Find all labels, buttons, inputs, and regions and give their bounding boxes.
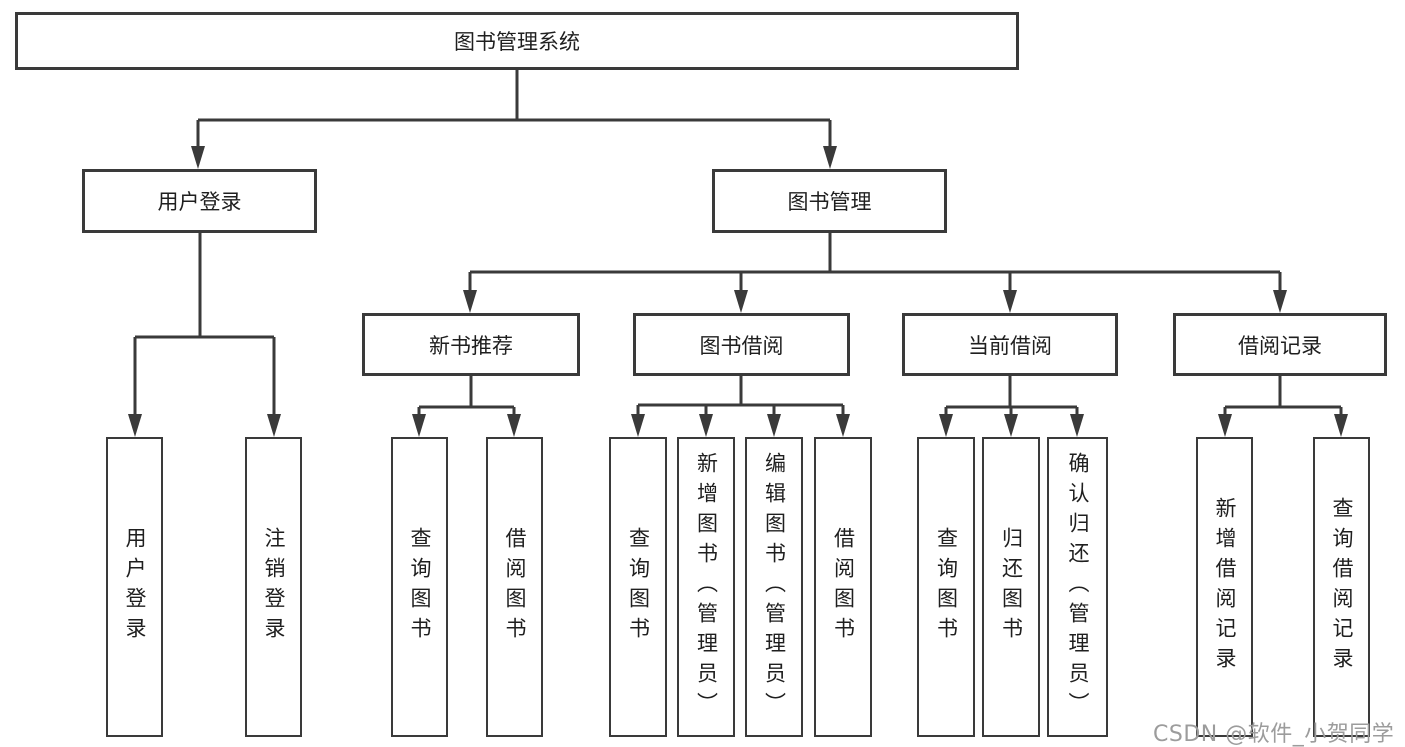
arrowhead-icon	[128, 414, 142, 437]
node-label: 查询图书	[408, 527, 432, 647]
node-label: 借阅图书	[503, 527, 527, 647]
arrowhead-icon	[1273, 290, 1287, 313]
node-book-borrowing: 图书借阅	[633, 313, 850, 376]
node-label: 编辑图书（管理员）	[762, 452, 787, 722]
node-leaf-add-borrow-record: 新增借阅记录	[1196, 437, 1253, 737]
node-current-borrowing: 当前借阅	[902, 313, 1118, 376]
node-label: 查询图书	[934, 527, 959, 647]
node-leaf-logout: 注销登录	[245, 437, 302, 737]
node-borrowing-records: 借阅记录	[1173, 313, 1387, 376]
node-label: 借阅图书	[831, 527, 856, 647]
arrowhead-icon	[939, 414, 953, 437]
node-label: 查询图书	[626, 527, 651, 647]
node-label: 归还图书	[999, 527, 1024, 647]
arrowhead-icon	[734, 290, 748, 313]
node-label: 查询借阅记录	[1330, 497, 1354, 677]
node-label: 用户登录	[157, 190, 242, 214]
node-label: 图书管理系统	[454, 30, 580, 54]
node-leaf-query-books-current: 查询图书	[917, 437, 975, 737]
node-leaf-return-books: 归还图书	[982, 437, 1040, 737]
node-label: 图书借阅	[699, 333, 784, 358]
arrowhead-icon	[699, 414, 713, 437]
node-label: 新增图书（管理员）	[694, 452, 719, 722]
node-leaf-user-login: 用户登录	[106, 437, 163, 737]
node-label: 注销登录	[262, 527, 286, 647]
arrowhead-icon	[1218, 414, 1232, 437]
node-leaf-borrow-books: 借阅图书	[814, 437, 872, 737]
arrowhead-icon	[1070, 414, 1084, 437]
node-label: 确认归还（管理员）	[1066, 452, 1090, 722]
arrowhead-icon	[767, 414, 781, 437]
node-book-management: 图书管理	[712, 169, 947, 233]
arrowhead-icon	[507, 414, 521, 437]
node-label: 新增借阅记录	[1213, 497, 1237, 677]
node-user-login: 用户登录	[82, 169, 317, 233]
node-label: 用户登录	[123, 527, 147, 647]
arrowhead-icon	[463, 290, 477, 313]
node-leaf-query-books-borrow: 查询图书	[609, 437, 667, 737]
arrowhead-icon	[412, 414, 426, 437]
node-label: 新书推荐	[429, 333, 513, 358]
watermark: CSDN @软件_小贺同学	[1153, 722, 1395, 747]
node-root: 图书管理系统	[15, 12, 1019, 70]
arrowhead-icon	[1334, 414, 1348, 437]
node-leaf-query-books-recommend: 查询图书	[391, 437, 448, 737]
node-leaf-add-books-admin: 新增图书（管理员）	[677, 437, 735, 737]
arrowhead-icon	[191, 146, 205, 169]
node-leaf-confirm-return-admin: 确认归还（管理员）	[1047, 437, 1108, 737]
node-label: 借阅记录	[1238, 333, 1322, 358]
arrowhead-icon	[267, 414, 281, 437]
arrowhead-icon	[823, 146, 837, 169]
node-leaf-query-borrow-record: 查询借阅记录	[1313, 437, 1370, 737]
arrowhead-icon	[1004, 414, 1018, 437]
arrowhead-icon	[836, 414, 850, 437]
node-leaf-borrow-books-recommend: 借阅图书	[486, 437, 543, 737]
node-label: 当前借阅	[968, 333, 1052, 358]
node-leaf-edit-books-admin: 编辑图书（管理员）	[745, 437, 803, 737]
arrowhead-icon	[631, 414, 645, 437]
arrowhead-icon	[1003, 290, 1017, 313]
node-label: 图书管理	[787, 190, 872, 214]
node-new-book-recommend: 新书推荐	[362, 313, 580, 376]
